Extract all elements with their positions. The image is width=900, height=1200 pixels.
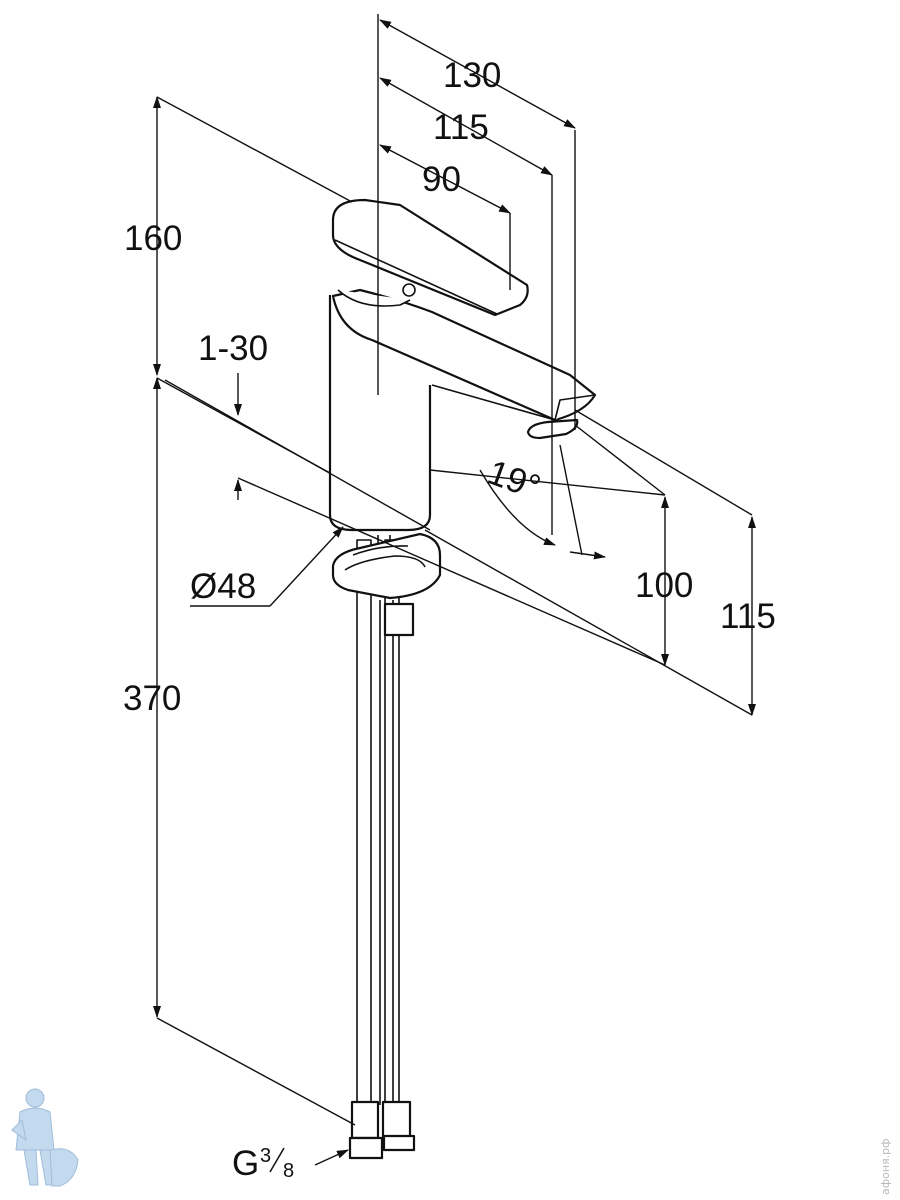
dim-label-115-top: 115: [433, 108, 489, 147]
dim-label-90: 90: [422, 160, 461, 199]
dim-label-1-30: 1-30: [198, 329, 268, 368]
dim-label-19-deg: 19°: [482, 453, 545, 508]
faucet-body: [328, 198, 597, 532]
dim-label-100: 100: [635, 566, 693, 605]
thread-numerator: 3: [260, 1145, 271, 1167]
mounting-nut: [331, 532, 442, 600]
dim-label-370: 370: [123, 679, 181, 718]
dim-label-g-thread: G 3 8: [232, 1144, 294, 1183]
dim-label-130: 130: [443, 56, 501, 95]
dim-label-115-right: 115: [720, 597, 776, 636]
dim-label-diameter-48: Ø48: [190, 567, 256, 606]
dim-label-160: 160: [124, 219, 182, 258]
plumber-logo: [11, 1088, 79, 1187]
watermark-text: афоня.рф: [879, 1138, 892, 1195]
thread-denominator: 8: [283, 1160, 294, 1182]
supply-hoses: [348, 535, 416, 1160]
thread-prefix: G: [232, 1144, 259, 1183]
dimension-lines: [153, 14, 756, 1166]
